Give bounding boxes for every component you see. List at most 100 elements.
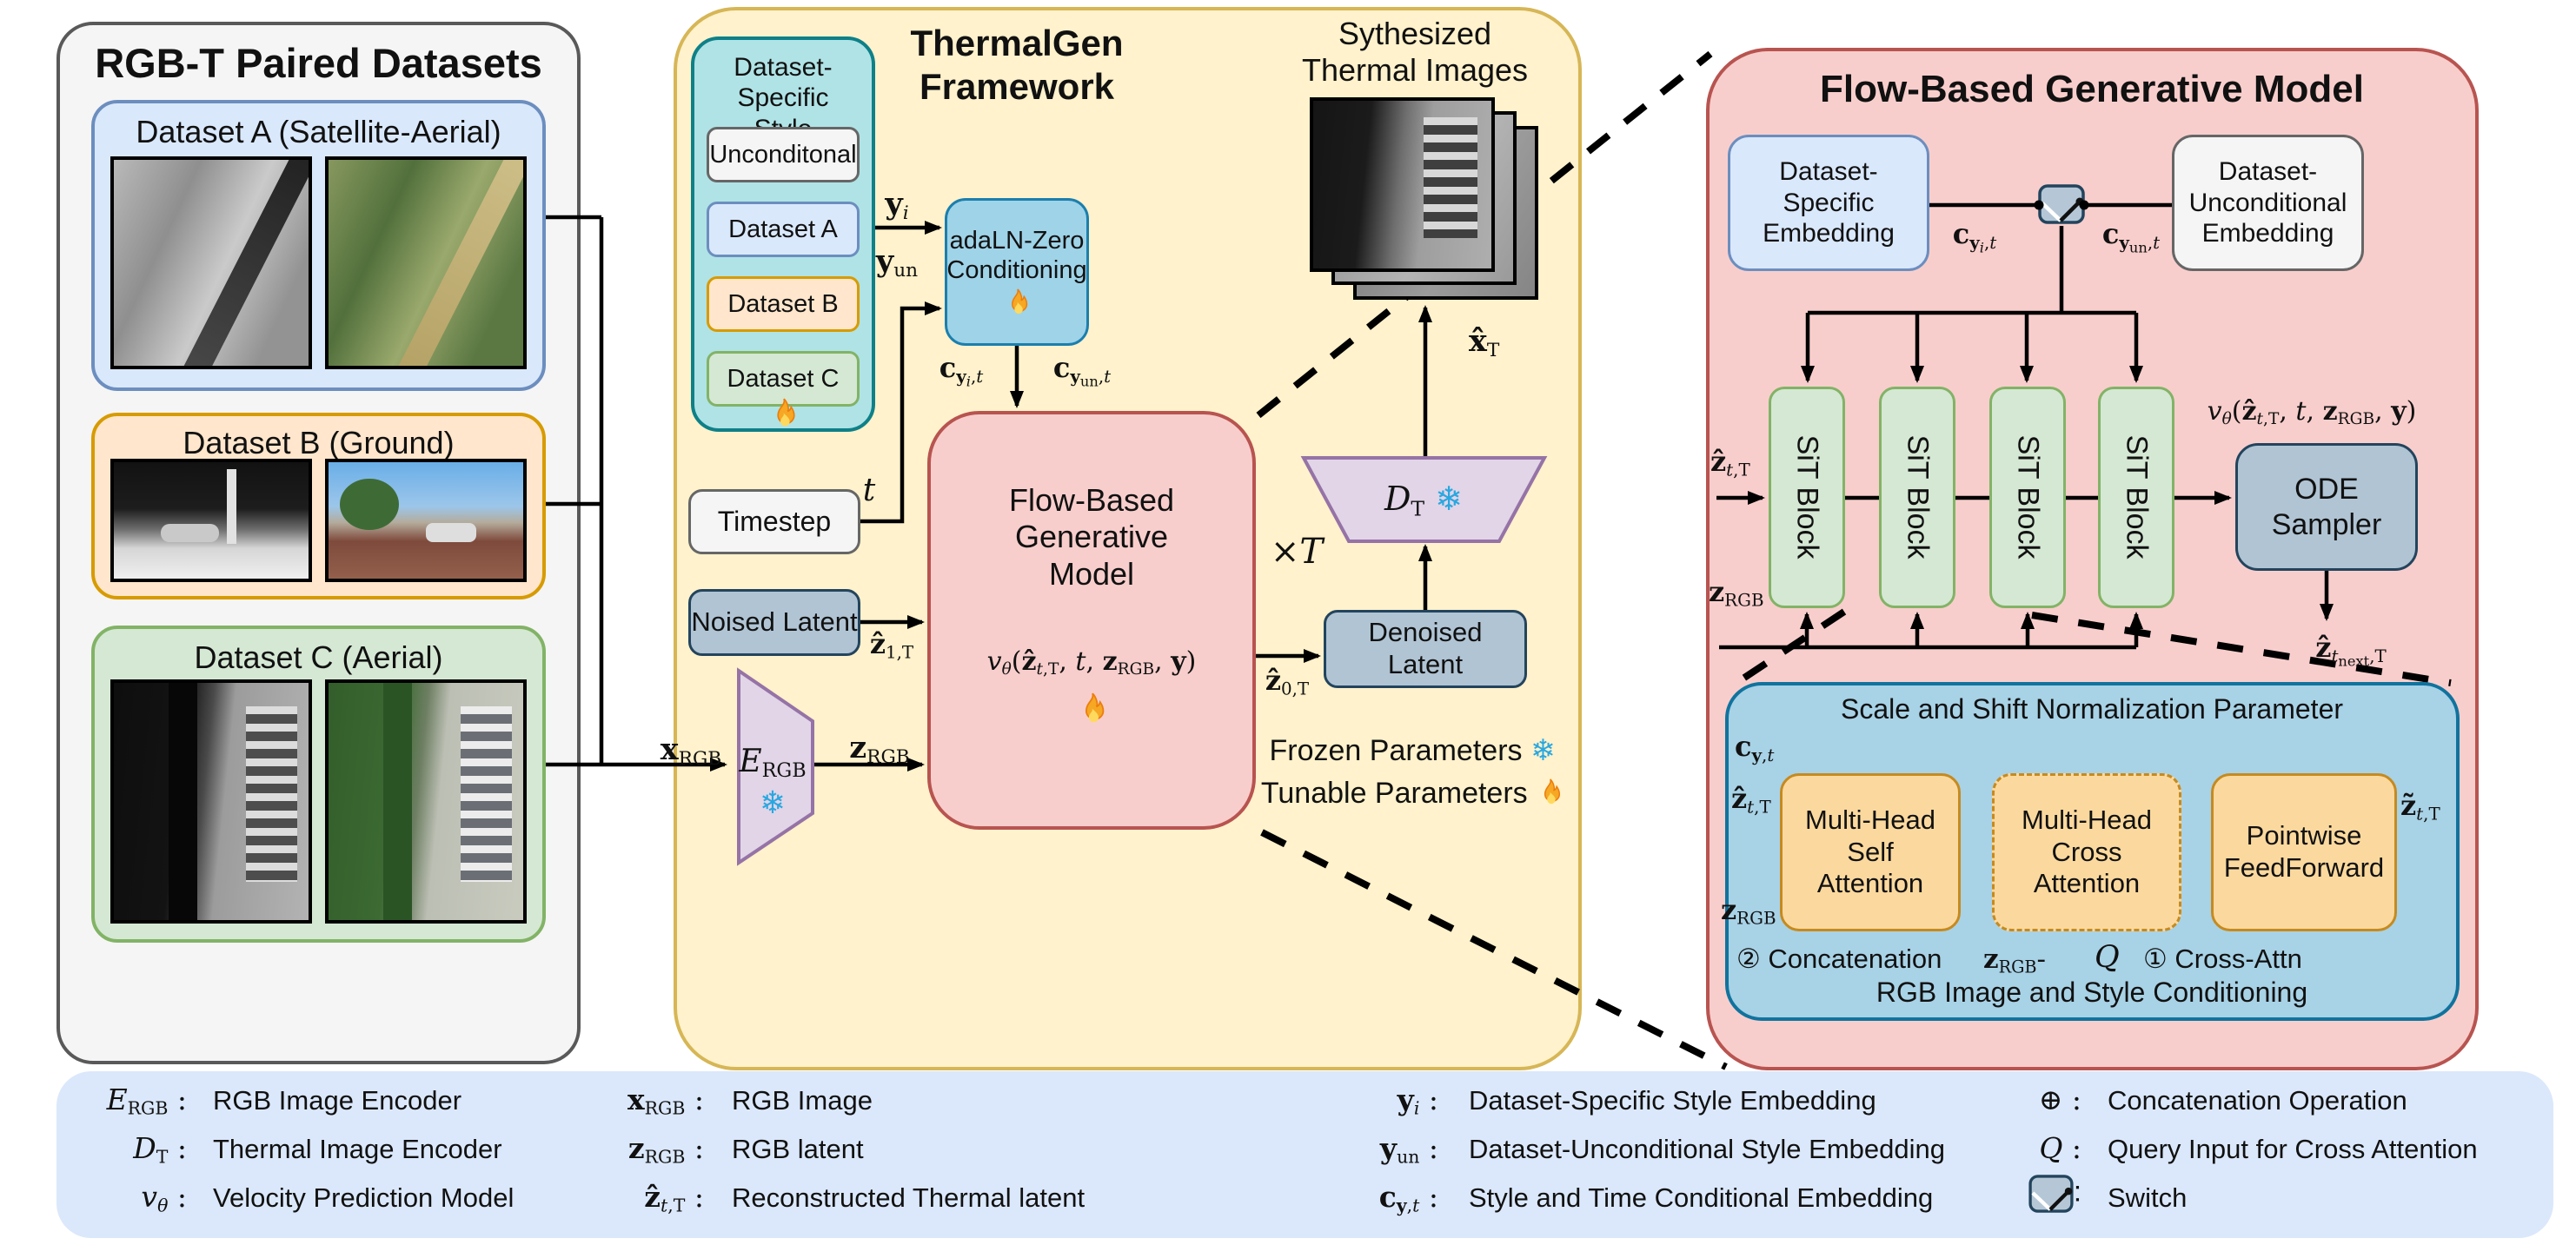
sit-block-1: SiT Block — [1769, 387, 1845, 608]
legend-desc: Style and Time Conditional Embedding — [1469, 1182, 1934, 1213]
xT-multiplier-label: ×T — [1270, 532, 1324, 572]
x-rgb-label: xRGB — [660, 732, 722, 771]
legend-desc: RGB Image — [732, 1085, 873, 1116]
dataset-c-rgb-image — [325, 679, 527, 924]
thermal-decoder-shape — [1300, 456, 1548, 543]
legend-desc: Thermal Image Encoder — [213, 1134, 502, 1164]
conditioning-bottom-title: RGB Image and Style Conditioning — [1876, 977, 2308, 1008]
z-rgb-input-label: zRGB — [1709, 575, 1764, 611]
legend-desc: Dataset-Unconditional Style Embedding — [1469, 1134, 1945, 1164]
sit-block-3: SiT Block — [1989, 387, 2066, 608]
synthesized-title-line1: Sythesized — [1338, 16, 1492, 51]
c-yt-label: cy,t — [1735, 730, 1775, 765]
switch-icon — [2040, 186, 2084, 222]
snowflake-icon: ❄ — [759, 785, 787, 821]
legend-sym: zRGB : — [627, 1131, 704, 1168]
synthesized-title-line2: Thermal Images — [1301, 52, 1529, 88]
noised-latent-box: Noised Latent — [688, 589, 860, 656]
z-tilde-label: z̃t,T — [2400, 789, 2440, 824]
z-hat-tT-inner-label: ẑt,T — [1731, 782, 1771, 818]
legend-sym: yun : — [1379, 1131, 1438, 1168]
legend-panel — [56, 1071, 2553, 1238]
dataset-b-thermal-image — [110, 459, 312, 582]
z-next-label: ẑtnext,T — [2315, 631, 2387, 670]
legend-desc: Concatenation Operation — [2108, 1085, 2407, 1116]
legend-sym: Q : — [2039, 1131, 2081, 1165]
framework-title-line1: ThermalGen — [910, 23, 1124, 63]
z-0T-label: ẑ0,T — [1265, 664, 1310, 699]
dataset-a-thermal-image — [110, 156, 312, 369]
flame-icon — [1003, 288, 1031, 318]
tunable-note: Tunable Parameters — [1261, 777, 1564, 811]
timestep-box: Timestep — [688, 489, 860, 554]
legend-desc: RGB latent — [732, 1134, 864, 1164]
legend-desc: Velocity Prediction Model — [213, 1182, 515, 1213]
sit-block-2: SiT Block — [1879, 387, 1955, 608]
denoised-latent-box: Denoised Latent — [1324, 610, 1527, 688]
c-yi-t-label-right: cyi,t — [1952, 217, 1997, 256]
legend-sym: vθ : — [141, 1180, 187, 1216]
dataset-c-label: Dataset C (Aerial) — [194, 639, 443, 675]
snowflake-icon: ❄ — [1530, 733, 1556, 768]
cross-attn-caption: ① Cross-Attn — [2143, 944, 2302, 974]
right-panel-title: Flow-Based Generative Model — [1820, 68, 2364, 110]
query-label: Q — [2095, 940, 2120, 975]
flame-icon — [1536, 778, 1564, 808]
left-panel-title: RGB-T Paired Datasets — [95, 40, 542, 86]
dataset-a-rgb-image — [325, 156, 527, 369]
dataset-a-label: Dataset A (Satellite-Aerial) — [136, 114, 501, 149]
legend-sym: ⊕ : — [2038, 1083, 2081, 1116]
legend-sym: DT : — [133, 1131, 187, 1168]
dataset-c-thermal-image — [110, 679, 312, 924]
conditioning-title: Scale and Shift Normalization Parameter — [1840, 693, 2344, 725]
c-yun-t-label: cyun,t — [1052, 351, 1112, 390]
flame-icon — [1075, 692, 1108, 727]
sit-block-4: SiT Block — [2098, 387, 2174, 608]
style-embeddings-title: Dataset-Specific — [734, 53, 833, 113]
legend-desc: Switch — [2108, 1182, 2188, 1213]
e-rgb-label: ERGB — [739, 744, 807, 783]
z-hat-tT-input-label: ẑt,T — [1710, 445, 1750, 480]
legend-sym: cy,t : — [1378, 1180, 1438, 1216]
flame-icon — [767, 398, 799, 431]
style-item-unconditional: Unconditonal — [707, 127, 860, 182]
flow-formula: vθ(ẑt,T, t, zRGB, y) — [986, 646, 1197, 679]
rgb-encoder-shape — [737, 667, 814, 866]
framework-title-line2: Framework — [919, 66, 1115, 107]
legend-desc: Dataset-Specific Style Embedding — [1469, 1085, 1876, 1116]
d-t-label: DT ❄ — [1384, 480, 1464, 521]
legend-switch-sym: : — [1990, 1175, 2081, 1213]
x-hat-T-label: x̂T — [1469, 323, 1500, 362]
legend-sym: ẑt,T : — [644, 1180, 704, 1216]
style-item-dataset-c: Dataset C — [707, 351, 860, 407]
concatenation-caption: ② Concatenation — [1736, 944, 1942, 974]
legend-sym: ERGB : — [106, 1083, 187, 1119]
z-rgb-inner-label: zRGB — [1721, 893, 1776, 929]
style-item-dataset-b: Dataset B — [707, 276, 860, 332]
legend-desc: Reconstructed Thermal latent — [732, 1182, 1086, 1213]
c-yi-t-label: cyi,t — [939, 351, 984, 390]
style-item-dataset-a: Dataset A — [707, 202, 860, 257]
legend-desc: RGB Image Encoder — [213, 1085, 462, 1116]
z-rgb-label: zRGB — [849, 730, 910, 769]
y-un-label: yun — [875, 243, 919, 282]
frozen-note: Frozen Parameters ❄ — [1269, 733, 1556, 768]
c-yun-t-label-right: cyun,t — [2101, 217, 2161, 256]
z-1T-label: ẑ1,T — [869, 627, 914, 663]
dataset-b-label: Dataset B (Ground) — [183, 425, 455, 460]
t-label: t — [862, 473, 876, 508]
legend-desc: Query Input for Cross Attention — [2108, 1134, 2478, 1164]
z-rgb-query-label: zRGB- — [1983, 944, 2047, 977]
adaln-box: adaLN-Zero Conditioning — [945, 198, 1089, 346]
velocity-formula: vθ(ẑt,T, t, zRGB, y) — [2207, 396, 2417, 429]
synthesized-thermal-image-front — [1310, 97, 1495, 272]
dataset-b-rgb-image — [325, 459, 527, 582]
